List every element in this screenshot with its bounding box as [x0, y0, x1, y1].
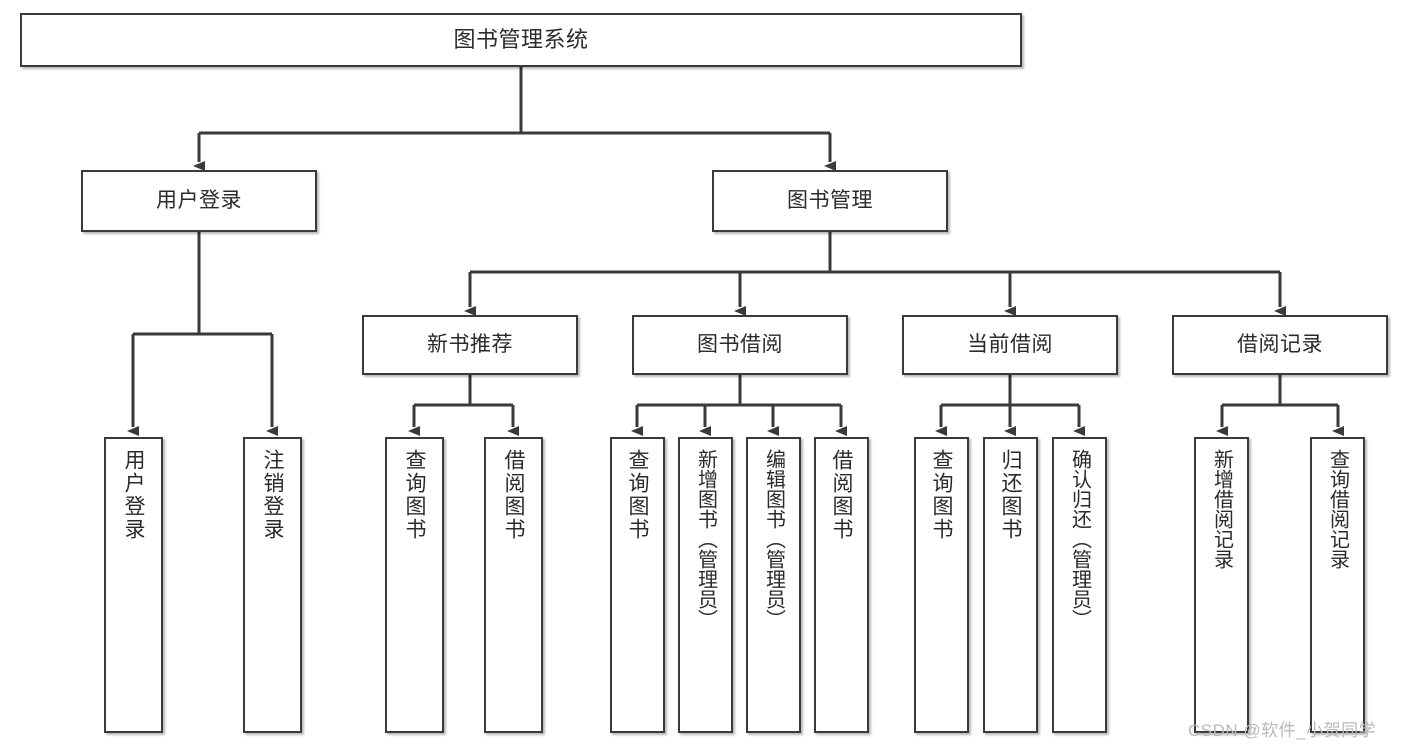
leaf-query-book-3[interactable]: 查询图书	[914, 437, 969, 733]
leaf-query-book-3-label: 查询图书	[930, 449, 953, 541]
node-current-borrow[interactable]: 当前借阅	[902, 315, 1118, 375]
node-book-borrow-label: 图书借阅	[697, 333, 783, 357]
leaf-add-borrow-record-label: 新增借阅记录	[1210, 449, 1233, 569]
leaf-query-borrow-record-label: 查询借阅记录	[1326, 449, 1349, 569]
leaf-query-book-2[interactable]: 查询图书	[610, 437, 665, 733]
leaf-add-borrow-record[interactable]: 新增借阅记录	[1194, 437, 1249, 733]
leaf-user-login-label: 用户登录	[122, 449, 145, 541]
node-root-label: 图书管理系统	[453, 26, 589, 52]
leaf-return-book[interactable]: 归还图书	[983, 437, 1038, 733]
leaf-query-book-1-label: 查询图书	[403, 449, 426, 541]
node-borrow-record-label: 借阅记录	[1237, 333, 1323, 357]
leaf-edit-book-admin[interactable]: 编辑图书（管理员）	[746, 437, 801, 733]
leaf-edit-book-admin-label: 编辑图书（管理员）	[762, 449, 785, 629]
node-new-book-recommend[interactable]: 新书推荐	[362, 315, 578, 375]
leaf-borrow-book-2[interactable]: 借阅图书	[814, 437, 869, 733]
leaf-add-book-admin-label: 新增图书（管理员）	[694, 449, 717, 629]
leaf-confirm-return-admin-label: 确认归还（管理员）	[1068, 449, 1091, 629]
leaf-logout-login-label: 注销登录	[261, 449, 284, 541]
node-current-borrow-label: 当前借阅	[967, 333, 1053, 357]
node-user-login-label: 用户登录	[156, 189, 242, 213]
leaf-logout-login[interactable]: 注销登录	[243, 437, 302, 733]
leaf-confirm-return-admin[interactable]: 确认归还（管理员）	[1052, 437, 1107, 733]
node-user-login[interactable]: 用户登录	[81, 170, 317, 232]
leaf-borrow-book-1-label: 借阅图书	[502, 449, 525, 541]
node-book-manage[interactable]: 图书管理	[712, 170, 948, 232]
leaf-add-book-admin[interactable]: 新增图书（管理员）	[678, 437, 733, 733]
leaf-borrow-book-2-label: 借阅图书	[830, 449, 853, 541]
leaf-query-book-1[interactable]: 查询图书	[385, 437, 444, 733]
leaf-query-book-2-label: 查询图书	[626, 449, 649, 541]
node-borrow-record[interactable]: 借阅记录	[1172, 315, 1388, 375]
node-book-borrow[interactable]: 图书借阅	[632, 315, 848, 375]
node-root[interactable]: 图书管理系统	[20, 13, 1022, 67]
leaf-borrow-book-1[interactable]: 借阅图书	[484, 437, 543, 733]
leaf-user-login[interactable]: 用户登录	[104, 437, 163, 733]
node-new-book-recommend-label: 新书推荐	[427, 333, 513, 357]
leaf-query-borrow-record[interactable]: 查询借阅记录	[1310, 437, 1365, 733]
leaf-return-book-label: 归还图书	[999, 449, 1022, 541]
node-book-manage-label: 图书管理	[787, 189, 873, 213]
